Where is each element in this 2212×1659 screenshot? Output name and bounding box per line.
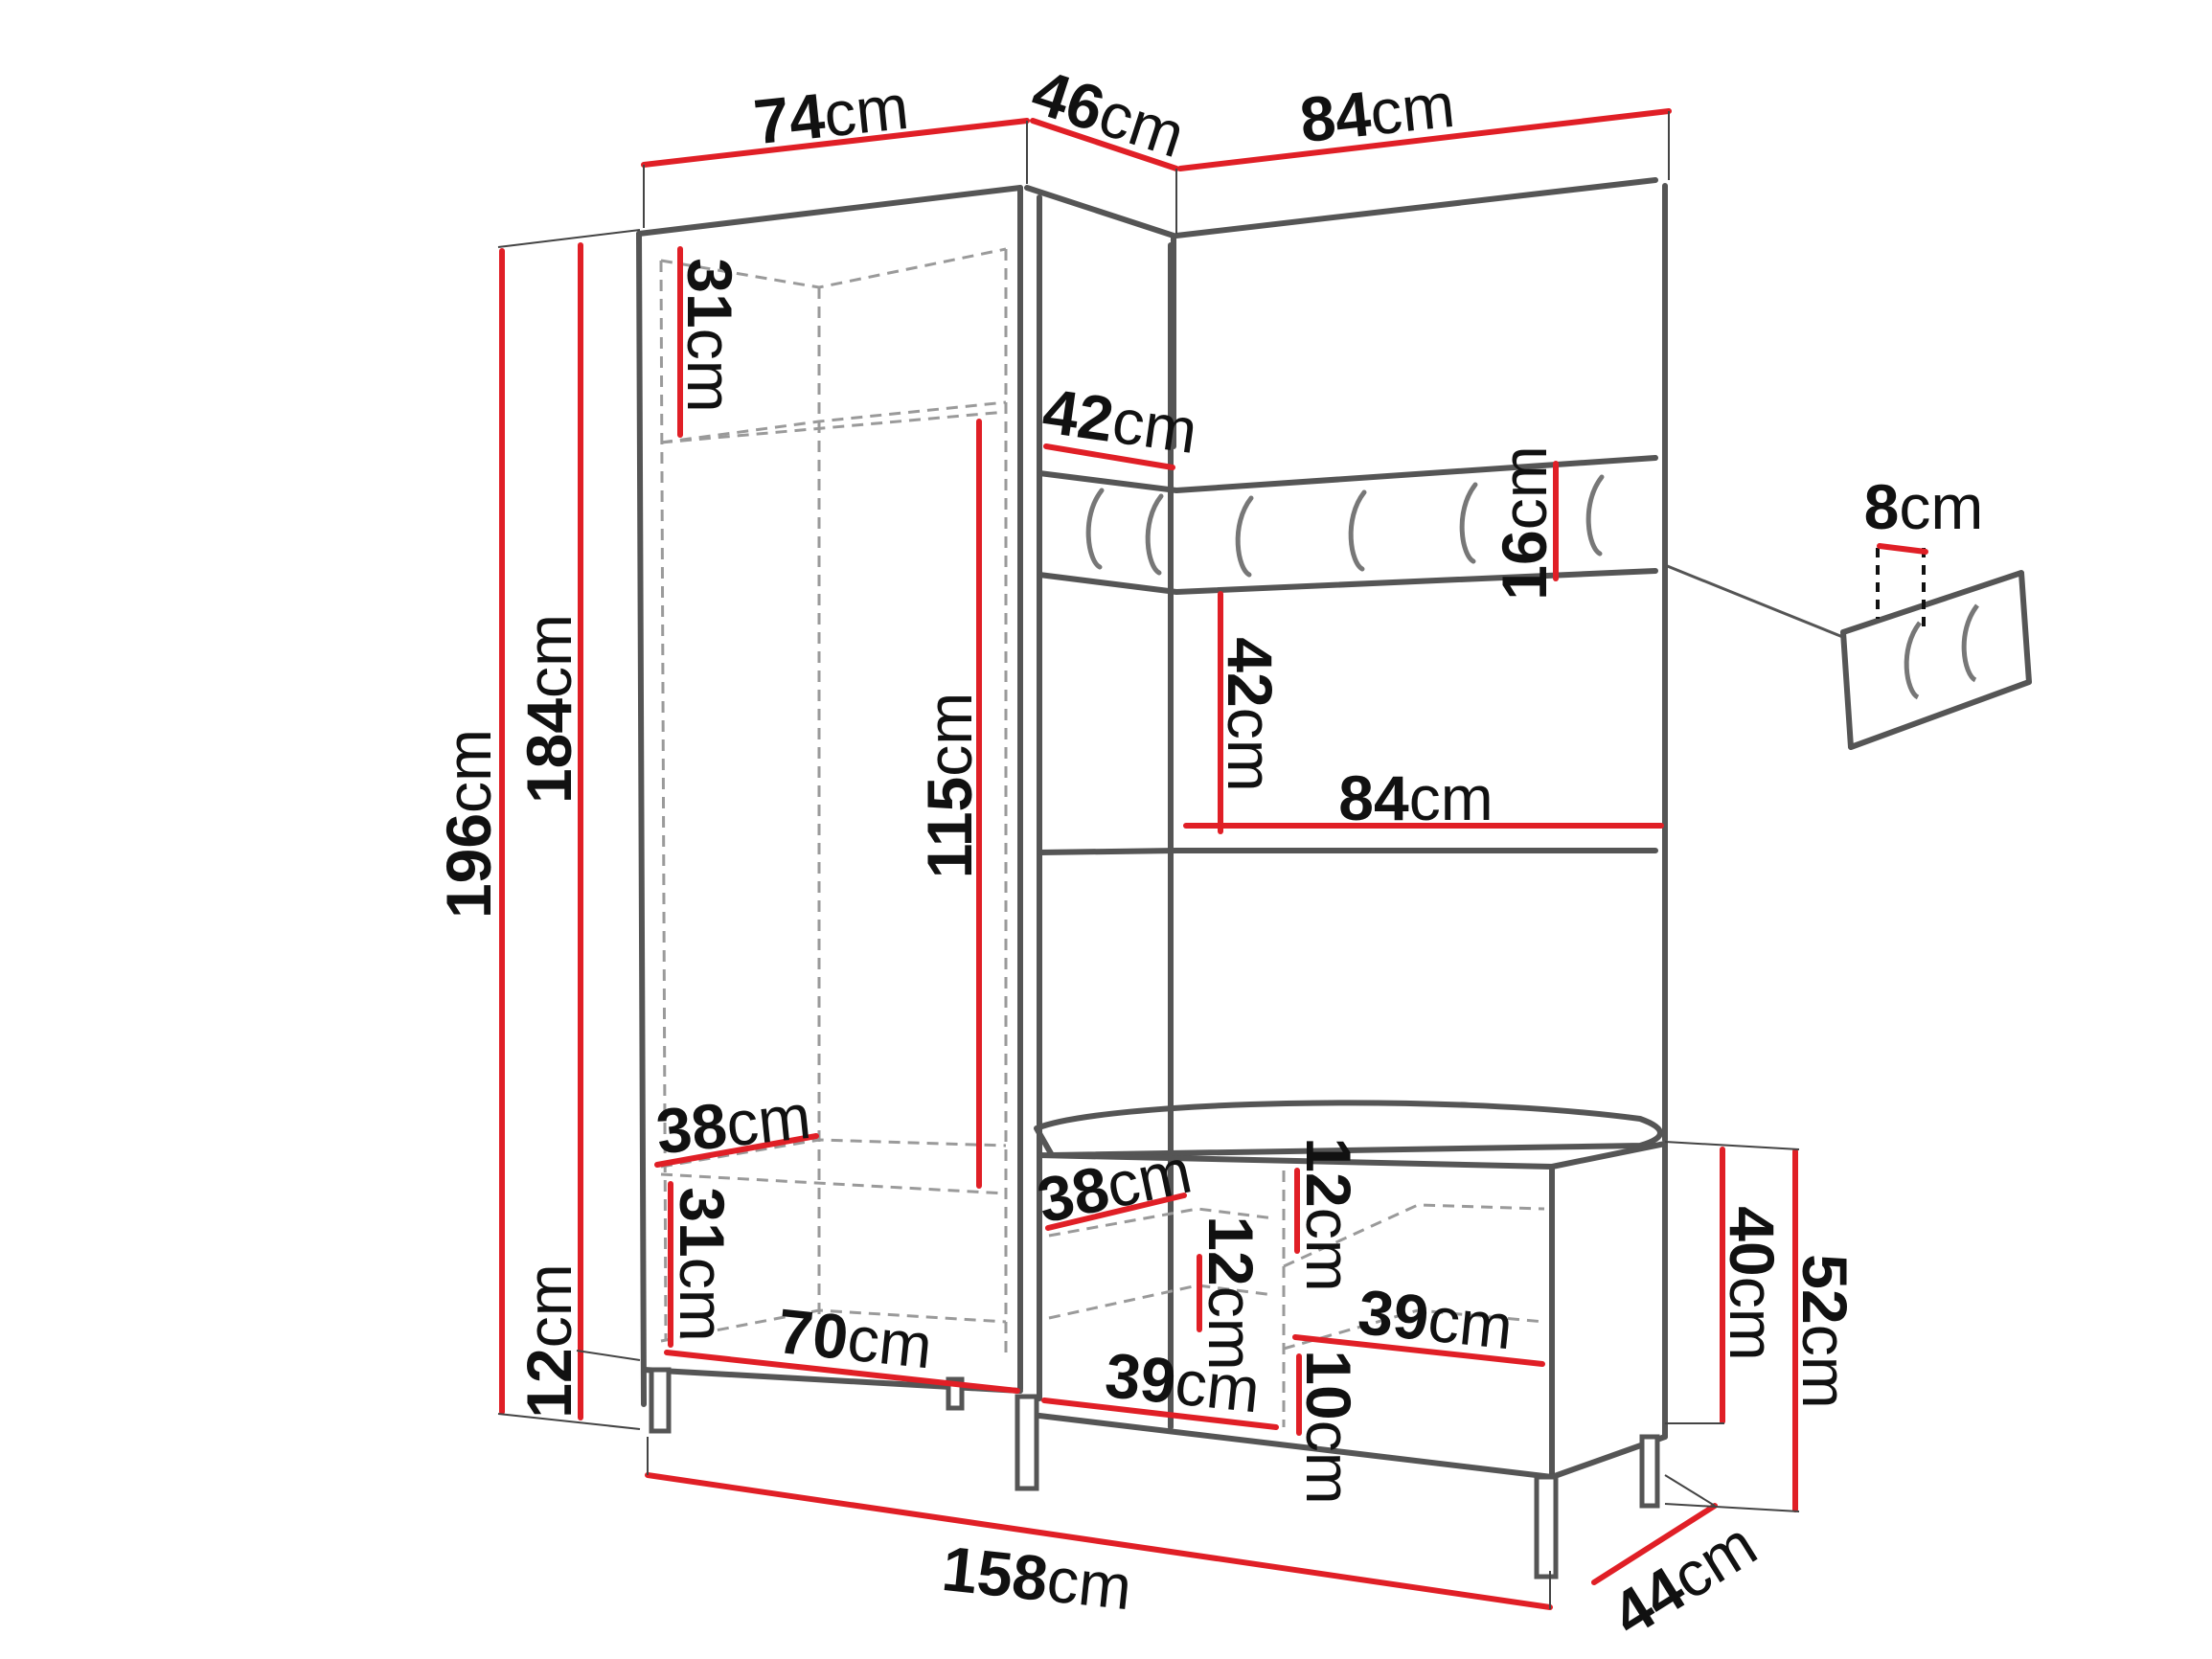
dim-line-left-shelf-depth	[654, 1133, 819, 1168]
label-top-shelf-height: 31cm	[674, 258, 745, 412]
label-inner-width-left: 70cm	[774, 1295, 935, 1381]
hook-rail-bottom	[1037, 568, 1658, 595]
dim-line-corner-bottom-depth	[1045, 1193, 1187, 1231]
hooks	[1085, 474, 1605, 578]
hook-1	[1085, 488, 1105, 570]
dimension-labels: 74cm 46cm 84cm 196cm 184cm 12cm 31cm 115…	[433, 56, 1983, 1650]
label-top-right-width: 84cm	[1296, 69, 1457, 155]
dim-line-top-right-width	[1177, 108, 1672, 171]
hook-5	[1459, 482, 1478, 564]
label-bench-depth: 44cm	[1600, 1508, 1768, 1649]
label-corner-bottom-width: 39cm	[1102, 1339, 1263, 1425]
label-bench-total-height: 52cm	[1790, 1254, 1860, 1408]
niche-shelf	[1037, 848, 1658, 855]
label-niche-height: 42cm	[1215, 637, 1286, 791]
bottom-shelf	[660, 1138, 1007, 1169]
dim-line-bench-depth	[1591, 1503, 1718, 1585]
label-bench-bottom-height: 10cm	[1293, 1350, 1364, 1504]
hook-6	[1585, 474, 1605, 557]
ext-height-bottom	[497, 1413, 641, 1430]
dimension-lines	[499, 108, 1928, 1610]
wardrobe-left-edge	[636, 231, 647, 1407]
label-hook-rail-height: 16cm	[1489, 445, 1560, 600]
dim-line-hook-spacing	[1877, 543, 1928, 555]
dim-line-corner-depth	[1030, 118, 1179, 171]
leg-back-right	[1639, 1434, 1660, 1509]
label-leg-height: 12cm	[513, 1263, 584, 1418]
corner-top-edge	[1024, 185, 1176, 239]
wardrobe-top-edge	[636, 185, 1023, 237]
inner-floor	[660, 1308, 1007, 1343]
label-niche-width: 84cm	[1338, 762, 1493, 833]
extension-lines	[497, 111, 1800, 1609]
label-hanging-height: 115cm	[914, 693, 985, 878]
inset-hook-1	[1904, 621, 1923, 700]
inset-rail-panel	[1840, 570, 2032, 750]
hook-rail-top	[1037, 455, 1658, 493]
hook-3	[1235, 495, 1254, 578]
bench-inner-shelf2	[1283, 1308, 1545, 1351]
ext-bench-bottom	[1664, 1503, 1800, 1512]
label-left-shelf-depth: 38cm	[652, 1080, 813, 1167]
ext-leg-top	[576, 1350, 641, 1361]
inset-leader-line	[1664, 563, 1846, 640]
inner-left-edge	[659, 260, 668, 1342]
ext-bench-top	[1664, 1141, 1800, 1150]
label-total-width: 158cm	[939, 1533, 1135, 1623]
dim-line-top-left-width	[641, 118, 1030, 168]
label-corner-shelf-depth: 42cm	[1038, 375, 1201, 466]
label-corner-bottom-depth: 38cm	[1032, 1135, 1197, 1237]
dim-line-corner-shelf-depth	[1043, 443, 1175, 470]
inset-hook-2	[1961, 603, 1980, 683]
top-shelf	[660, 400, 1007, 444]
label-body-height: 184cm	[513, 614, 584, 804]
label-total-height: 196cm	[433, 729, 504, 919]
dim-line-corner-bottom-width	[1041, 1398, 1279, 1430]
dim-line-inner-width-left	[664, 1350, 1020, 1394]
bench-cushion	[1034, 1100, 1663, 1158]
internal-hidden-lines	[659, 247, 1545, 1427]
leg-front-mid	[1015, 1394, 1039, 1491]
bench-inner-shelf	[1283, 1203, 1545, 1268]
label-bench-height: 40cm	[1717, 1206, 1788, 1360]
dim-line-bench-shelf-width	[1292, 1334, 1545, 1367]
label-corner-compartment-height: 12cm	[1196, 1216, 1266, 1370]
hook-2	[1145, 493, 1164, 576]
hook-detail-inset	[1664, 548, 2032, 750]
label-bottom-shelf-height: 31cm	[667, 1187, 738, 1341]
label-hook-spacing: 8cm	[1864, 471, 1984, 542]
corner-inner-shelf	[1048, 1207, 1275, 1238]
ext-depth-right	[1664, 1474, 1716, 1507]
right-top-edge	[1174, 177, 1658, 239]
leg-front-left	[649, 1367, 672, 1434]
hook-4	[1348, 489, 1367, 572]
dim-line-total-width	[645, 1472, 1553, 1610]
label-corner-depth: 46cm	[1024, 56, 1193, 170]
top-shelf-front	[660, 410, 1007, 444]
leg-front-right	[1534, 1474, 1559, 1579]
ext-height-top	[497, 229, 641, 248]
label-bench-shelf-width: 39cm	[1355, 1276, 1516, 1362]
inset-spacing-marker	[1876, 548, 1926, 632]
bottom-shelf-front	[660, 1172, 1007, 1195]
label-bench-compartment-height: 12cm	[1293, 1137, 1364, 1291]
label-top-left-width: 74cm	[750, 71, 911, 157]
